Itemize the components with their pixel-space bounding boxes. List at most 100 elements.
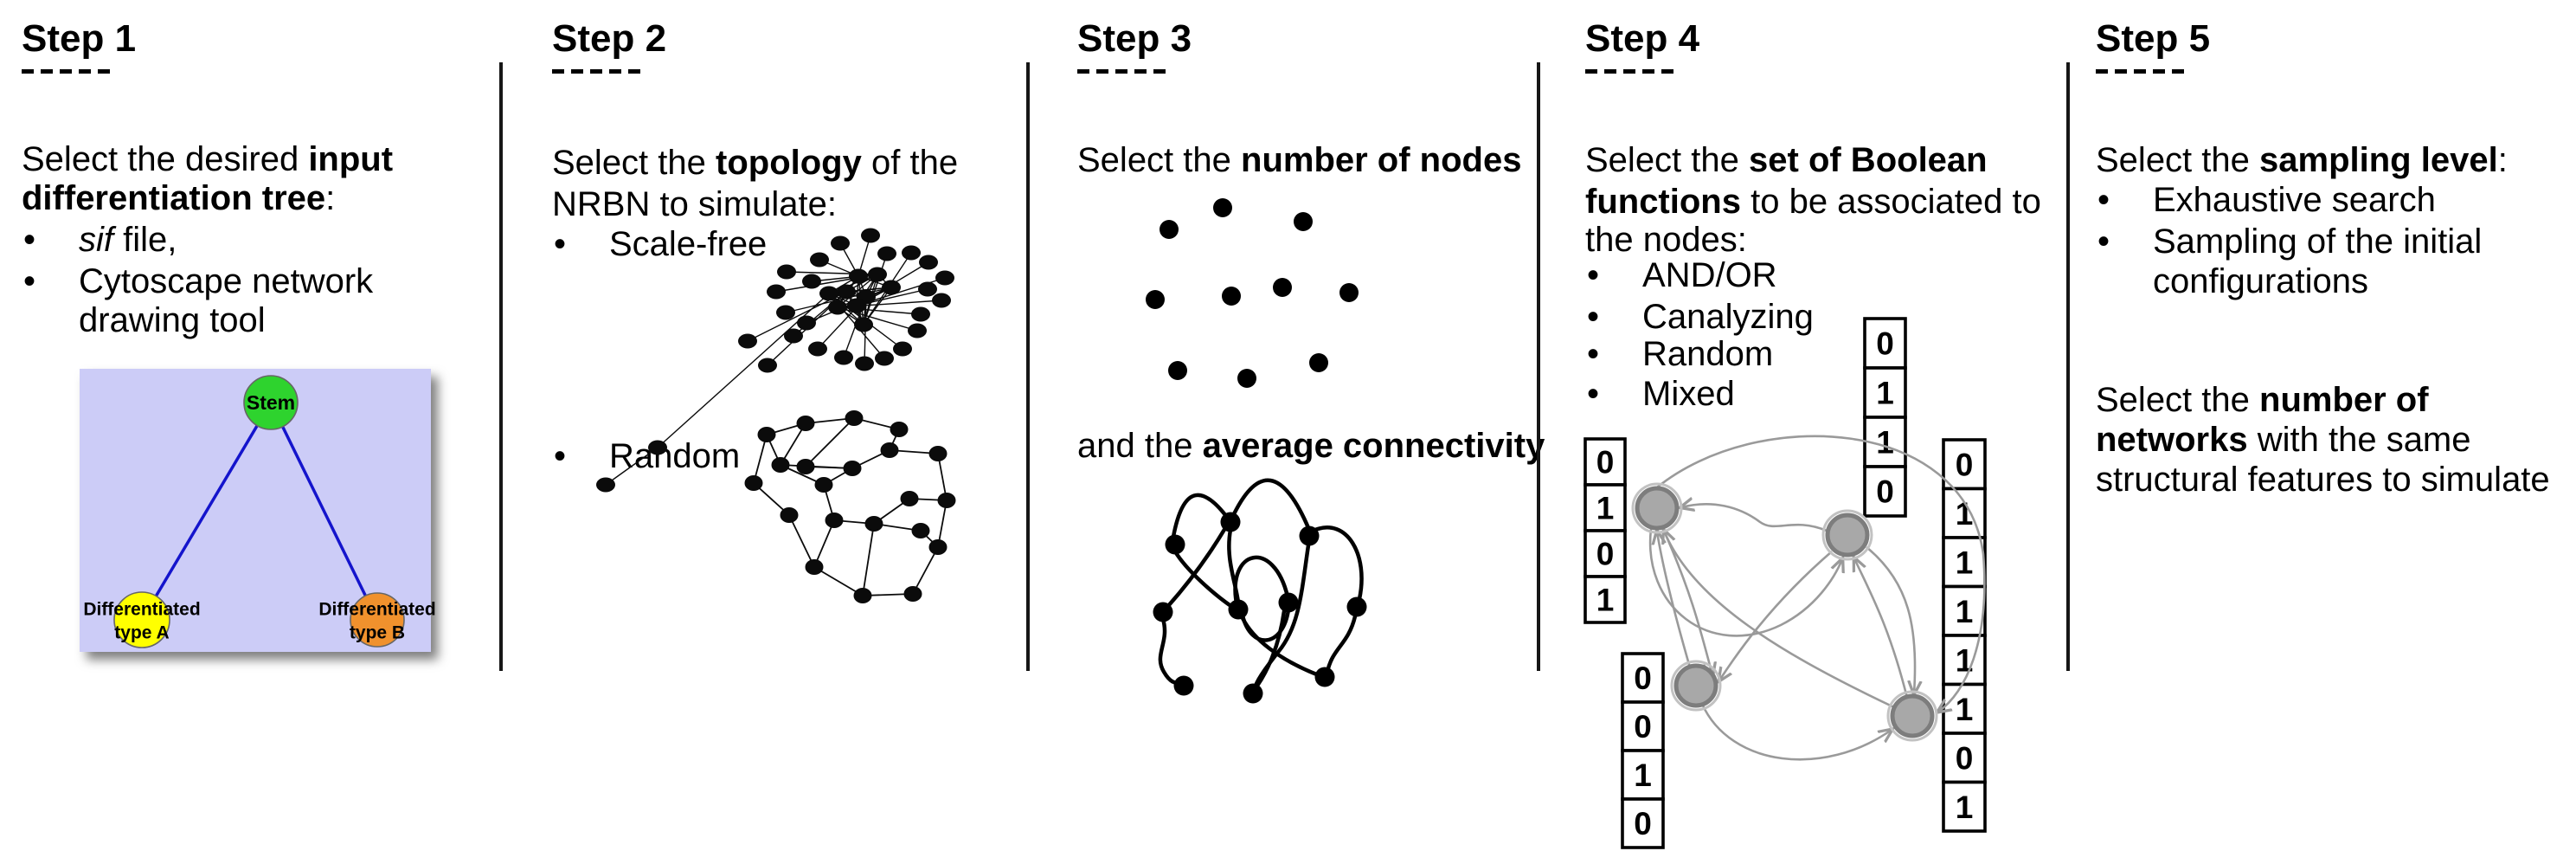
text-segment: number of nodes [1241,141,1522,179]
dash [60,69,72,74]
text-line: Exhaustive search [2153,181,2436,220]
dash [628,69,640,74]
dashed-underline [1585,69,1673,74]
text-line: configurations [2153,262,2368,301]
network-node [847,298,866,313]
dash [2096,69,2108,74]
table-cell-value: 0 [1634,806,1652,841]
curvy-edge [1313,525,1364,602]
step-title: Step 5 [2096,17,2211,60]
dot [1237,369,1256,388]
influence-arrow [1648,528,1842,637]
influence-arrow [1656,435,1986,712]
text-segment: Sampling of the initial [2153,222,2483,261]
table-cell-value: 1 [1956,642,1974,678]
table-cell-value: 0 [1596,445,1615,480]
type-a-node [113,591,170,648]
text-segment: NRBN to simulate: [552,185,837,223]
dash [571,69,583,74]
dot [1339,283,1359,302]
dash [1642,69,1654,74]
tree-node-label: Stem [247,391,295,414]
text-segment: structural features to simulate [2096,461,2550,499]
text-segment: Canalyzing [1642,298,1814,336]
text-segment: Mixed [1642,375,1735,413]
network-node [831,235,850,251]
bullet: • [23,262,36,300]
network-node [919,255,938,270]
network-node [854,317,873,332]
table-cell-value: 1 [1956,790,1974,825]
table-cell [1621,797,1665,849]
network-node [855,356,874,371]
network-node [911,523,930,538]
influence-arrow [1657,532,1692,668]
text-line: differentiation tree: [22,179,335,218]
table-cell [1942,780,1987,833]
network-node [937,493,956,508]
tree-node-label: Differentiated [83,600,200,620]
average-connectivity-figure [1153,478,1367,704]
network-node [861,228,880,243]
text-segment: the nodes: [1585,221,1747,259]
influence-arrow [1719,551,1833,680]
network-edge [805,417,855,467]
dash [552,69,564,74]
bullet: • [554,437,567,475]
bullet: • [554,225,567,263]
step-title: Step 3 [1077,17,1192,60]
column-divider [1537,62,1540,671]
text-line: Select the number of nodes [1077,141,1521,180]
network-node [776,305,795,320]
influence-arrow [1664,531,1895,709]
text-line: networks with the same [2096,421,2471,460]
network-node [796,459,815,474]
network-node [596,477,615,493]
text-line: structural features to simulate [2096,461,2550,500]
dash [1077,69,1089,74]
network-node [908,323,927,338]
text-line: and the average connectivity [1077,427,1545,466]
table-cell [1584,483,1627,532]
text-line: drawing tool [79,301,266,340]
step-title: Step 2 [552,17,667,60]
text-segment: Select the [2096,141,2260,179]
dash [1585,69,1597,74]
curvy-edge [1172,549,1235,609]
text-line: AND/OR [1642,256,1777,295]
tree-node-label: type A [114,623,169,643]
dot [1213,198,1232,217]
table-cell-value: 0 [1596,537,1615,572]
dash [2153,69,2165,74]
text-segment: : [325,179,336,217]
table-cell-value: 1 [1634,758,1652,793]
table-cell [1621,700,1665,752]
text-line: Select the sampling level: [2096,141,2508,180]
curvy-edge [1158,616,1183,685]
text-segment: Random [609,437,741,475]
text-line: Scale-free [609,225,767,264]
text-segment: AND/OR [1642,256,1777,294]
network-node [1165,534,1185,555]
bullet: • [1587,256,1600,294]
tree-node-label: Differentiated [318,600,435,620]
network-node [797,315,816,331]
gene-node [1825,513,1870,558]
network-node [843,461,862,476]
network-edge [780,422,806,466]
table-cell [1584,529,1627,578]
influence-arrow [1854,558,1909,699]
network-node [893,341,912,357]
network-node [928,446,948,461]
text-segment: sif [79,221,113,259]
text-segment: Select the [552,144,716,182]
dash [1604,69,1616,74]
network-node [1243,683,1263,704]
table-cell [1621,652,1665,704]
dash [98,69,110,74]
dash [1661,69,1673,74]
table-cell-value: 1 [1956,594,1974,629]
